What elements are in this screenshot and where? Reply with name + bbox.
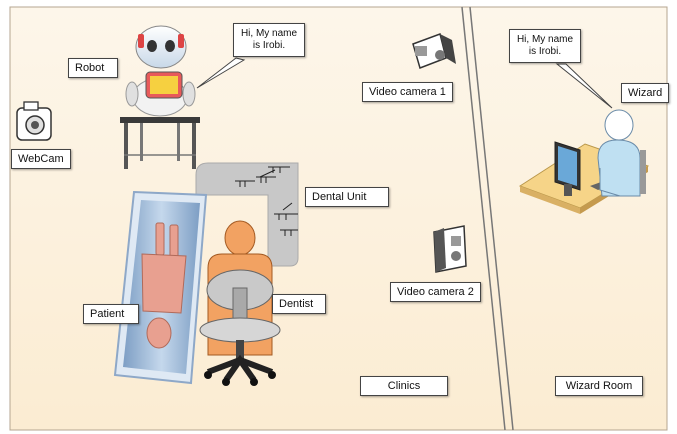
webcam-label: WebCam	[11, 149, 71, 169]
robot-speech-bubble: Hi, My name is Irobi.	[233, 23, 305, 57]
wizard-speech-bubble: Hi, My name is Irobi.	[509, 29, 581, 63]
video-camera-1-label: Video camera 1	[362, 82, 453, 102]
patient-label: Patient	[83, 304, 139, 324]
wizard-label: Wizard	[621, 83, 669, 103]
video-camera-2-icon	[434, 226, 466, 272]
wizard-room-label: Wizard Room	[555, 376, 643, 396]
clinics-label: Clinics	[360, 376, 448, 396]
video-camera-2-label: Video camera 2	[390, 282, 481, 302]
dental-unit-label: Dental Unit	[305, 187, 389, 207]
webcam-icon	[17, 102, 51, 140]
dentist-label: Dentist	[272, 294, 326, 314]
robot-label: Robot	[68, 58, 118, 78]
